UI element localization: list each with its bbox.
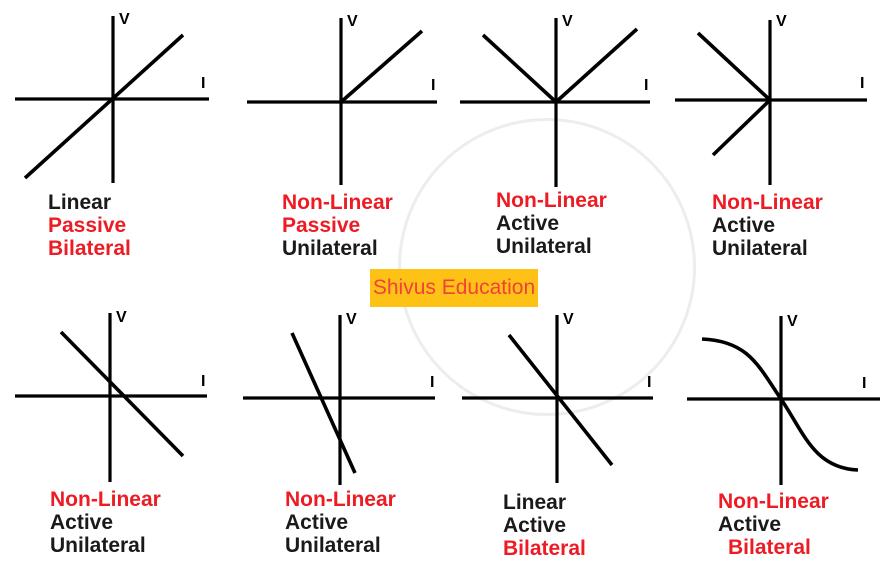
plot-linear-active-bilateral: V I (462, 311, 653, 483)
caption-graph-7: Linear Active Bilateral (503, 491, 586, 560)
caption-line: Active (712, 214, 776, 237)
caption-line: Linear (48, 191, 112, 214)
caption-line: Unilateral (712, 237, 808, 260)
vi-curve (23, 33, 185, 180)
v-axis-label: V (119, 11, 130, 28)
caption-line: Non-Linear (282, 191, 393, 214)
plot-nonlinear-active-unilateral-steep: V I (243, 311, 435, 485)
brand-badge: Shivus Education (370, 269, 538, 307)
plot-nonlinear-active-bilateral: V I (687, 313, 880, 485)
caption-graph-8: Non-Linear Active Bilateral (718, 490, 829, 559)
vi-curve (290, 332, 357, 474)
caption-line: Active (496, 212, 560, 235)
caption-line: Active (285, 511, 349, 534)
vi-curve (507, 333, 614, 467)
vi-curve-upper (696, 31, 772, 102)
caption-line: Non-Linear (718, 490, 829, 513)
vi-curve-right (554, 27, 639, 104)
brand-badge-label: Shivus Education (372, 276, 536, 299)
caption-line: Bilateral (48, 237, 131, 260)
i-axis-label: I (201, 373, 205, 390)
caption-line: Unilateral (285, 534, 381, 557)
caption-line: Bilateral (728, 536, 811, 559)
caption-line: Active (718, 513, 782, 536)
i-axis-label: I (860, 75, 864, 92)
v-axis-label: V (563, 311, 574, 328)
i-axis-label: I (201, 75, 205, 92)
caption-line: Unilateral (50, 534, 146, 557)
vi-curve (339, 29, 424, 104)
caption-line: Linear (503, 491, 567, 514)
caption-line: Passive (48, 214, 127, 237)
plot-nonlinear-active-unilateral-up: V I (460, 13, 650, 187)
caption-graph-5: Non-Linear Active Unilateral (50, 488, 161, 557)
watermark-circle (398, 118, 696, 416)
caption-graph-1: Linear Passive Bilateral (48, 191, 131, 260)
v-axis-label: V (116, 309, 127, 326)
i-axis-label: I (647, 374, 651, 391)
vi-curve-left (481, 33, 558, 104)
i-axis-label: I (644, 77, 648, 94)
caption-graph-6: Non-Linear Active Unilateral (285, 488, 396, 557)
i-axis-label: I (430, 374, 434, 391)
plot-nonlinear-passive-unilateral: V I (247, 13, 437, 185)
i-axis-label: I (431, 77, 435, 94)
i-axis-label: I (862, 375, 866, 392)
caption-line: Non-Linear (50, 488, 161, 511)
vi-curve-lower (711, 98, 772, 157)
vi-curve (59, 330, 185, 458)
caption-graph-4: Non-Linear Active Unilateral (712, 191, 823, 260)
caption-line: Non-Linear (496, 189, 607, 212)
caption-graph-3: Non-Linear Active Unilateral (496, 189, 607, 258)
caption-line: Unilateral (282, 237, 378, 260)
caption-line: Unilateral (496, 235, 592, 258)
plot-nonlinear-active-unilateral-left: V I (675, 13, 867, 185)
v-axis-label: V (347, 13, 358, 30)
caption-graph-2: Non-Linear Passive Unilateral (282, 191, 393, 260)
plot-linear-passive-bilateral: V I (15, 11, 209, 183)
vi-curve (701, 337, 859, 472)
plot-nonlinear-active-unilateral-offset: V I (15, 309, 207, 482)
v-axis-label: V (562, 13, 573, 30)
v-axis-label: V (776, 13, 787, 30)
caption-line: Active (503, 514, 567, 537)
caption-line: Bilateral (503, 537, 586, 560)
caption-line: Non-Linear (285, 488, 396, 511)
v-axis-label: V (346, 311, 357, 328)
caption-line: Active (50, 511, 114, 534)
v-axis-label: V (787, 313, 798, 330)
caption-line: Non-Linear (712, 191, 823, 214)
caption-line: Passive (282, 214, 361, 237)
